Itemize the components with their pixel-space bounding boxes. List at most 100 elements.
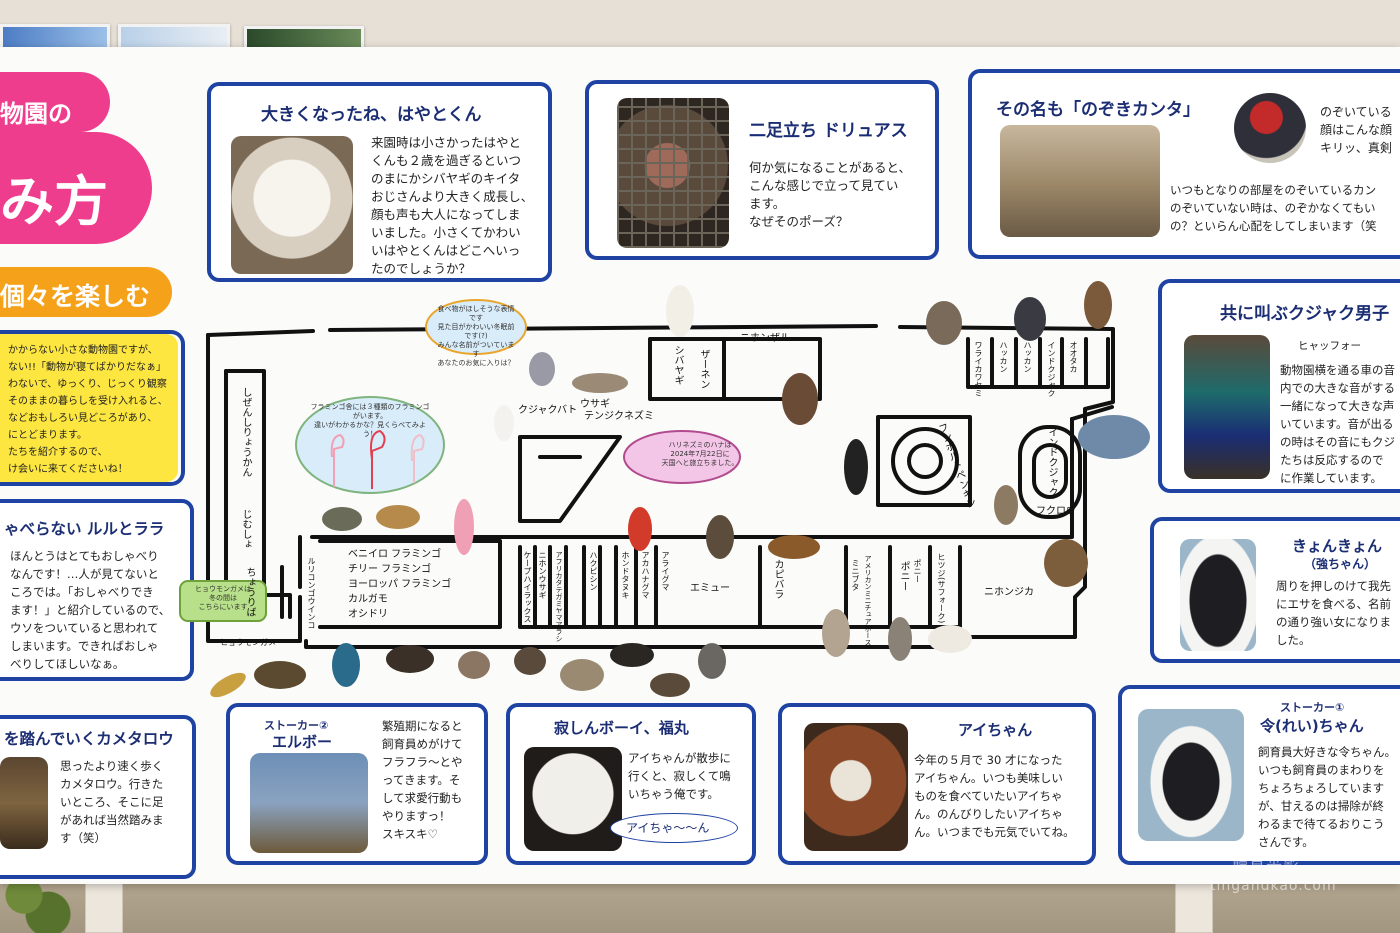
flamingo-list-item: チリー フラミンゴ: [348, 564, 432, 575]
card-text: 思ったより速く歩く カメタロウ。行きた いところ、そこに足 があれば当然踏みま …: [60, 757, 190, 847]
pony-photo: [524, 747, 622, 851]
title-main-text: み方: [0, 170, 108, 233]
bubble-line: みんな名前がついています: [437, 341, 515, 358]
penguin-photo: [1180, 539, 1256, 651]
text-line: 周りを押しのけて我先: [1276, 579, 1391, 593]
text-line: ってきます。そ: [382, 773, 461, 787]
card-text: アイちゃんが散歩に 行くと、寂しくて鳴 いちゃう俺です。: [628, 749, 756, 803]
map-vlabel: ハクビシン: [589, 551, 598, 591]
text-line: があれば当然踏みま: [60, 813, 164, 827]
text-line: いところ、そこに足: [60, 795, 164, 809]
flamingo-list-item: ヨーロッパ フラミンゴ: [348, 579, 452, 590]
text-line: しまいます。できればおしゃ: [10, 639, 159, 653]
card-title: 大きくなったね、はやとくん: [261, 105, 482, 125]
card-title-small: ストーカー①: [1280, 701, 1345, 714]
map-vlabel: ケープハイラックス: [523, 551, 532, 623]
map-vlabel-indokujaku: インドクジャク: [1046, 427, 1057, 497]
text-line: スキスキ♡: [382, 827, 438, 841]
card-text: 来園時は小さかったはやと くんも２歳を過ぎるといつ のまにかシバヤギのキイタ お…: [371, 134, 546, 278]
tortoise-bubble-text: ヒョウモンガメは 冬の間は こちらにいます: [184, 585, 262, 612]
bubble-line: 食べ物がほしそうな表情です: [437, 305, 515, 322]
text-line: さんです。: [1258, 835, 1314, 849]
map-vlabel: アカハナグマ: [641, 551, 650, 599]
text-line: くんも２歳を過ぎるといつ: [371, 153, 522, 168]
text-line: のまにかシバヤギのキイタ: [371, 171, 521, 186]
emu-photo: [250, 753, 368, 853]
text-line: 内での大きな音がする: [1280, 381, 1395, 395]
card-elbow: ストーカー② エルボー 繁殖期になると 飼育員めがけて フラフラ～とや ってきま…: [226, 703, 488, 865]
map-vlabel-poni: ポニー: [898, 561, 909, 591]
card-title: アイちゃん: [958, 721, 1033, 739]
watermark-title: 聽見光影: [1232, 856, 1301, 875]
map-vlabel: ワライカワセミ: [974, 341, 983, 397]
text-line: いています。音が出る: [1280, 417, 1394, 431]
bubble-line: 2024年7月22日に: [670, 450, 730, 458]
text-line: ん。いつまでも元気でいてね。: [914, 825, 1075, 839]
intro-line: ない!!「動物が寝てばかりだなぁ」: [8, 362, 167, 373]
label-text: カピバラ: [772, 559, 783, 599]
speech-bubble: [610, 813, 738, 843]
text-line: アイちゃん。いつも美味しい: [914, 771, 1063, 785]
card-subtitle: （強ちゃん）: [1304, 557, 1377, 571]
card-title-small: ストーカー②: [264, 719, 329, 732]
text-line: 一緒になって大きな声: [1280, 399, 1395, 413]
map-vlabel: オオタカ: [1069, 341, 1078, 373]
text-line: の時はその音にもクジ: [1280, 435, 1395, 449]
map-vlabel: アライグマ: [661, 551, 670, 591]
map-vlabel-kapibara: カピバラ: [772, 559, 783, 599]
card-kanta: その名も「のぞきカンタ」 のぞいている 顔はこんな顔 キリッ、真剣 いつもとなり…: [968, 69, 1400, 259]
zoo-sign-board: 物園の み方 個々を楽しむ かからない小さな動物園ですが、 ない!!「動物が寝て…: [0, 47, 1400, 884]
text-line: ちょろちょろしています: [1258, 781, 1385, 795]
card-title: その名も「のぞきカンタ」: [996, 100, 1200, 120]
card-text: 繁殖期になると 飼育員めがけて フラフラ～とや ってきます。そ して求愛行動も …: [382, 717, 488, 843]
title-blob-main: み方: [0, 132, 152, 244]
text-line: フラフラ～とや: [382, 755, 463, 769]
text-line: たのでしょうか？: [371, 261, 472, 276]
card-drias: 二足立ち ドリュアス 何か気になることがあると、 こんな感じで立って見てい ます…: [585, 80, 939, 260]
intro-line: たちを紹介するので、: [8, 447, 108, 458]
text-line: 思ったより速く歩く: [60, 759, 164, 773]
bubble-line: こちらにいます: [198, 603, 248, 611]
text-line: に作業しています。: [1280, 471, 1383, 485]
text-line: おじさんより大きく成長し、: [371, 189, 534, 204]
text-line: にエサを食べる、名前: [1276, 597, 1391, 611]
text-line: アイちゃんが散歩に: [628, 751, 731, 765]
text-line: いはやとくんはどこへいっ: [371, 243, 521, 258]
title-blob-sub: 個々を楽しむ: [0, 267, 172, 317]
tortoise-photo: [0, 757, 48, 849]
map-vlabel: ミニブタ: [851, 559, 860, 591]
map-vlabel: ホンドタヌキ: [621, 551, 630, 599]
card-text: いつもとなりの部屋をのぞいているカン のぞいていない時は、のぞかなくてもい の？…: [1170, 181, 1400, 235]
card-title: エルボー: [272, 733, 333, 751]
map-vlabel: しぜんしりょうかん: [240, 387, 251, 477]
pheasant-photo: [1000, 125, 1160, 237]
map-vlabel: ポニー: [913, 559, 922, 583]
bubble-line: ヒョウモンガメは: [195, 585, 251, 593]
text-line: ます！」と紹介しているので、: [10, 603, 171, 617]
card-kyonkyon: きょんきょん （強ちゃん） 周りを押しのけて我先 にエサを食べる、名前 の通り強…: [1150, 517, 1400, 663]
text-line: の通り強い女になりま: [1276, 615, 1391, 629]
guinea-pig-bubble-text: 食べ物がほしそうな表情です 見た目がかわいい冬眠前です(?) みんな名前がついて…: [436, 305, 516, 368]
text-line: が、甘えるのは掃除が終: [1258, 799, 1384, 813]
label-text: ちょうりば: [244, 567, 255, 617]
label-text: ザーネン: [698, 349, 709, 389]
flamingo-list-item: カルガモ: [348, 594, 388, 605]
map-label-tenjikunezumi: テンジクネズミ: [584, 411, 654, 422]
bubble-line: あなたのお気に入りは？: [437, 359, 515, 367]
card-text: ほんとうはとてもおしゃべり なんです！…人が見てないと ころでは。「おしゃべりで…: [10, 547, 190, 673]
flamingo-list-item: オシドリ: [348, 609, 388, 620]
text-line: キリッ、真剣: [1320, 141, 1392, 155]
title-sub-text: 個々を楽しむ: [0, 282, 151, 311]
text-line: やりますっ！: [382, 809, 451, 823]
intro-line: かからない小さな動物園ですが、: [8, 345, 158, 356]
card-text: 何か気になることがあると、 こんな感じで立って見てい ます。 なぜそのポーズ？: [749, 159, 924, 231]
peacock-photo: [1184, 335, 1270, 479]
card-title: 令(れい)ちゃん: [1260, 717, 1364, 735]
intro-line: け会いに来てくださいね！: [8, 464, 128, 475]
map-vlabel-shibayagi: シバヤギ: [672, 345, 683, 385]
map-label-nihonzaru: ニホンザル: [740, 333, 790, 344]
zoo-map-lines: [179, 281, 1150, 698]
text-line: の？といらん心配をしてしまいます（笑: [1170, 219, 1377, 233]
card-title: を踏んでいくカメタロウ: [4, 730, 174, 748]
label-text: ポニー: [898, 561, 909, 591]
